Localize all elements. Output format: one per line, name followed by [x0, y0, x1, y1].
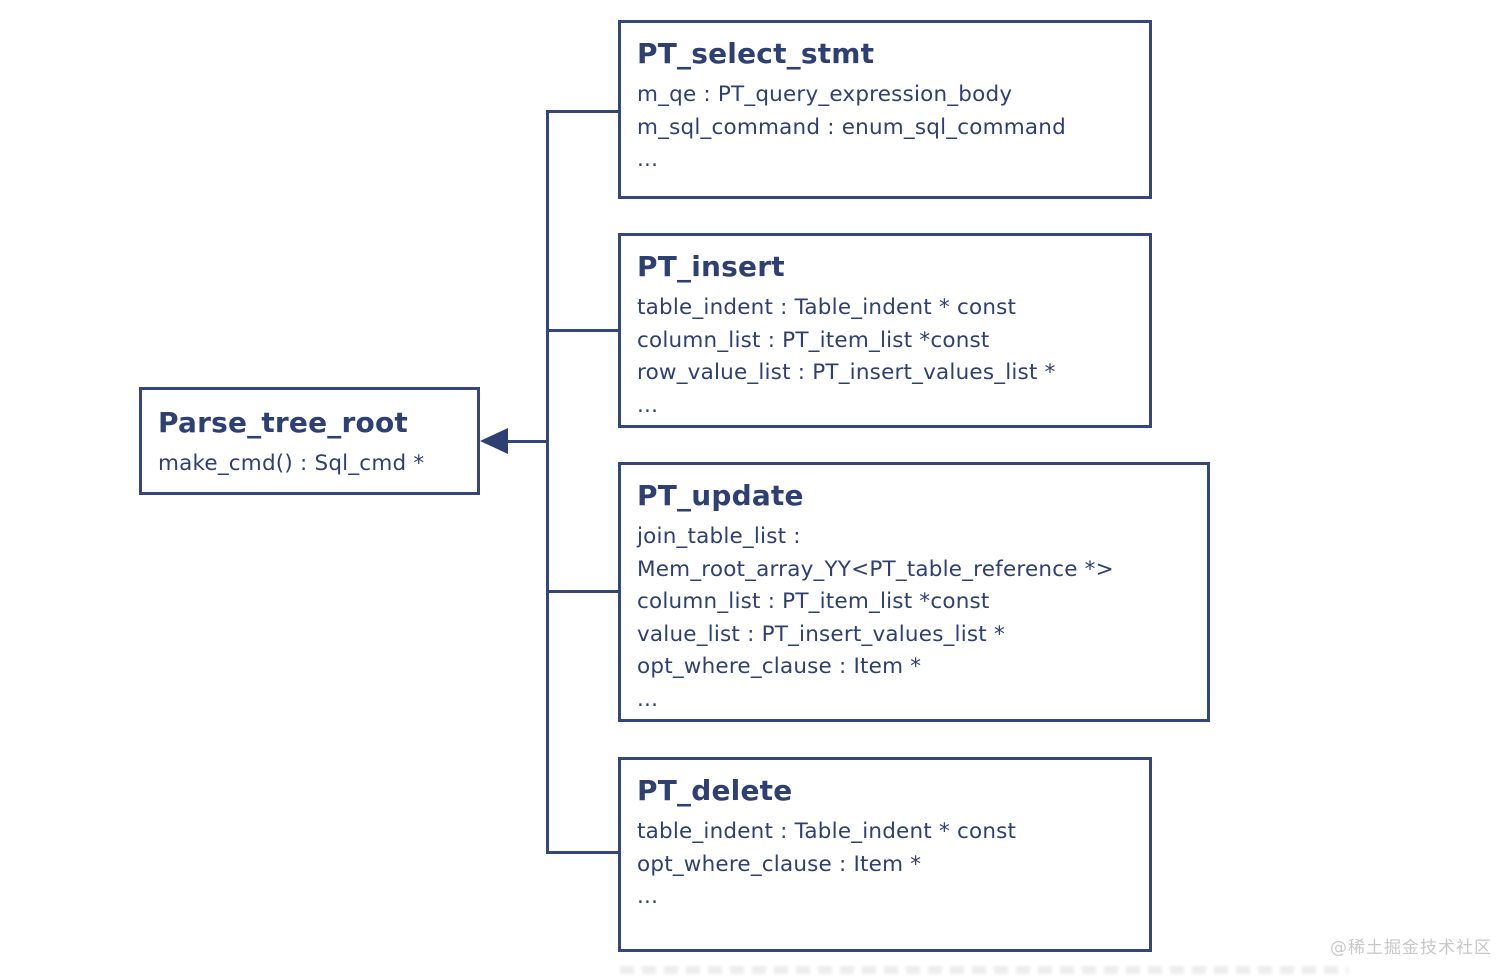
- class-title: Parse_tree_root: [158, 406, 408, 439]
- class-box-pt-update: PT_update join_table_list : Mem_root_arr…: [618, 462, 1210, 722]
- class-title: PT_select_stmt: [637, 37, 875, 70]
- class-member: column_list : PT_item_list *const: [637, 589, 990, 614]
- class-member: table_indent : Table_indent * const: [637, 295, 1017, 320]
- class-member: table_indent : Table_indent * const: [637, 819, 1017, 844]
- class-member: ...: [637, 147, 659, 172]
- class-box-pt-delete: PT_delete table_indent : Table_indent * …: [618, 757, 1152, 952]
- edge-to-pt-update: [546, 590, 618, 593]
- class-member: ...: [637, 686, 659, 712]
- class-member: m_sql_command : enum_sql_command: [637, 114, 1066, 140]
- class-member: ...: [637, 392, 659, 418]
- class-member: value_list : PT_insert_values_list *: [637, 621, 1005, 647]
- edge-to-parse-tree-root: [503, 440, 549, 443]
- inheritance-arrowhead-icon: [480, 428, 508, 454]
- inheritance-trunk-line: [546, 110, 549, 854]
- edge-to-pt-delete: [546, 851, 618, 854]
- bottom-edge-artifact: [620, 966, 1348, 974]
- class-member: opt_where_clause : Item *: [637, 654, 922, 679]
- class-title: PT_update: [637, 479, 804, 512]
- class-member: join_table_list :: [637, 524, 801, 549]
- class-title: PT_delete: [637, 774, 793, 807]
- class-member: column_list : PT_item_list *const: [637, 327, 990, 353]
- watermark-text: @稀土掘金技术社区: [1330, 938, 1492, 958]
- class-box-parse-tree-root: Parse_tree_root make_cmd() : Sql_cmd *: [139, 387, 480, 495]
- class-member: ...: [637, 884, 659, 909]
- class-box-pt-select-stmt: PT_select_stmt m_qe : PT_query_expressio…: [618, 20, 1152, 199]
- class-member: row_value_list : PT_insert_values_list *: [637, 360, 1056, 385]
- class-box-pt-insert: PT_insert table_indent : Table_indent * …: [618, 233, 1152, 428]
- class-member: m_qe : PT_query_expression_body: [637, 82, 1013, 107]
- class-member: opt_where_clause : Item *: [637, 851, 922, 877]
- class-member: Mem_root_array_YY<PT_table_reference *>: [637, 556, 1114, 582]
- class-title: PT_insert: [637, 250, 785, 283]
- edge-to-pt-select-stmt: [546, 110, 618, 113]
- class-member: make_cmd() : Sql_cmd *: [158, 451, 425, 476]
- edge-to-pt-insert: [546, 329, 618, 332]
